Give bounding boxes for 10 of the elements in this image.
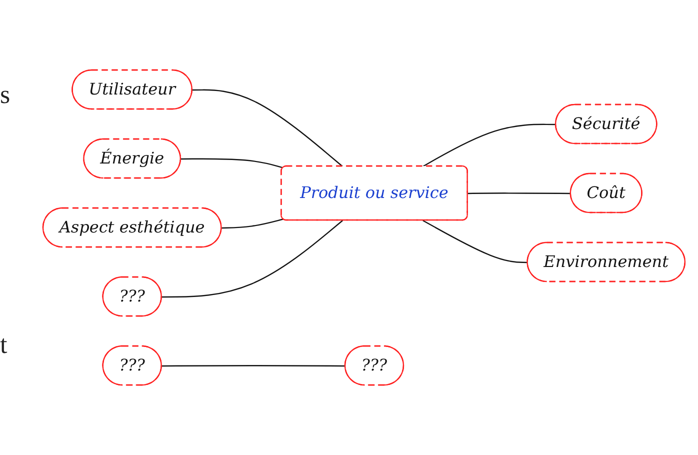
connector	[162, 365, 346, 367]
connector	[222, 218, 284, 229]
connector	[162, 220, 344, 298]
text-fragment: t	[0, 330, 8, 360]
connector	[468, 192, 571, 194]
connector	[180, 158, 284, 168]
text-fragment: s	[0, 80, 10, 110]
connector	[422, 124, 556, 168]
connector	[192, 89, 344, 167]
connector	[422, 220, 528, 264]
